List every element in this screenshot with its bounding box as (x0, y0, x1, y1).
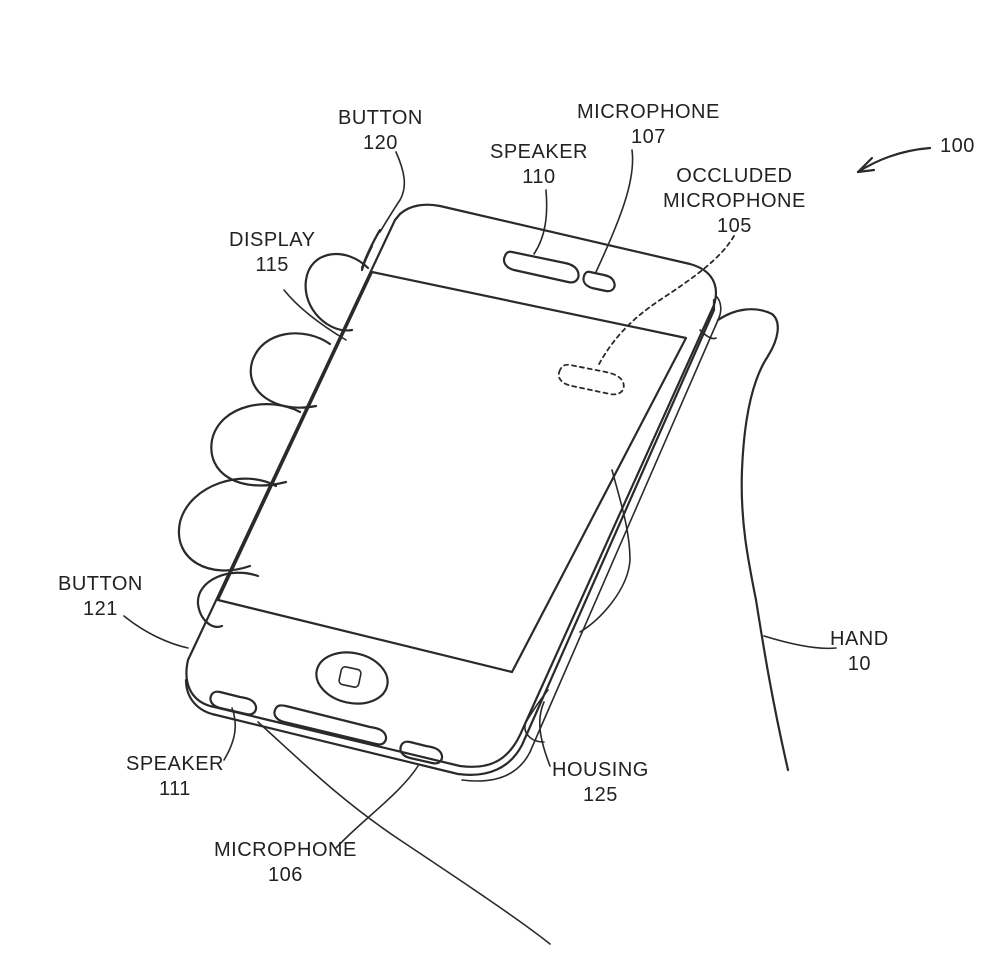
ref-number-100: 100 (940, 134, 975, 159)
ref-number-text: 100 (940, 135, 975, 157)
label-num: 105 (716, 215, 752, 237)
label-microphone-107: MICROPHONE 107 (577, 100, 720, 150)
label-name-2: MICROPHONE (663, 190, 806, 212)
label-name: MICROPHONE (214, 839, 357, 861)
label-num: 120 (362, 132, 398, 154)
label-speaker-110: SPEAKER 110 (490, 140, 588, 190)
label-name: BUTTON (338, 107, 423, 129)
top-speaker-slot (502, 250, 580, 284)
label-name: HOUSING (552, 759, 649, 781)
label-speaker-111: SPEAKER 111 (126, 752, 224, 802)
label-button-121: BUTTON 121 (58, 572, 143, 622)
label-housing-125: HOUSING 125 (552, 758, 649, 808)
figure-ref-arrow (856, 146, 932, 174)
top-microphone-hole (582, 270, 616, 293)
label-name: DISPLAY (229, 229, 316, 251)
leader-lines (123, 149, 837, 849)
label-num: 107 (630, 126, 666, 148)
label-num: 125 (582, 784, 618, 806)
label-num: 111 (159, 778, 191, 800)
bottom-ports (209, 690, 444, 765)
label-num: 115 (255, 254, 289, 276)
occluded-microphone (557, 363, 625, 396)
right-hand (524, 308, 790, 772)
label-num: 106 (267, 864, 303, 886)
left-hand-fingers (177, 252, 370, 628)
label-num: 110 (522, 166, 556, 188)
label-name: BUTTON (58, 573, 143, 595)
label-name: SPEAKER (490, 141, 588, 163)
label-name-1: OCCLUDED (676, 165, 793, 187)
label-num: 121 (82, 598, 118, 620)
phone-housing (184, 203, 722, 782)
label-name: HAND (830, 628, 889, 650)
label-button-120: BUTTON 120 (338, 106, 423, 156)
label-microphone-106: MICROPHONE 106 (214, 838, 357, 888)
label-hand-10: HAND 10 (830, 627, 889, 677)
lower-hand-edge (257, 721, 551, 945)
label-num: 10 (847, 653, 871, 675)
phone-display (216, 270, 688, 674)
label-name: SPEAKER (126, 753, 224, 775)
home-button (315, 651, 389, 705)
label-name: MICROPHONE (577, 101, 720, 123)
label-occluded-microphone-105: OCCLUDED MICROPHONE 105 (663, 164, 806, 239)
label-display-115: DISPLAY 115 (229, 228, 316, 278)
